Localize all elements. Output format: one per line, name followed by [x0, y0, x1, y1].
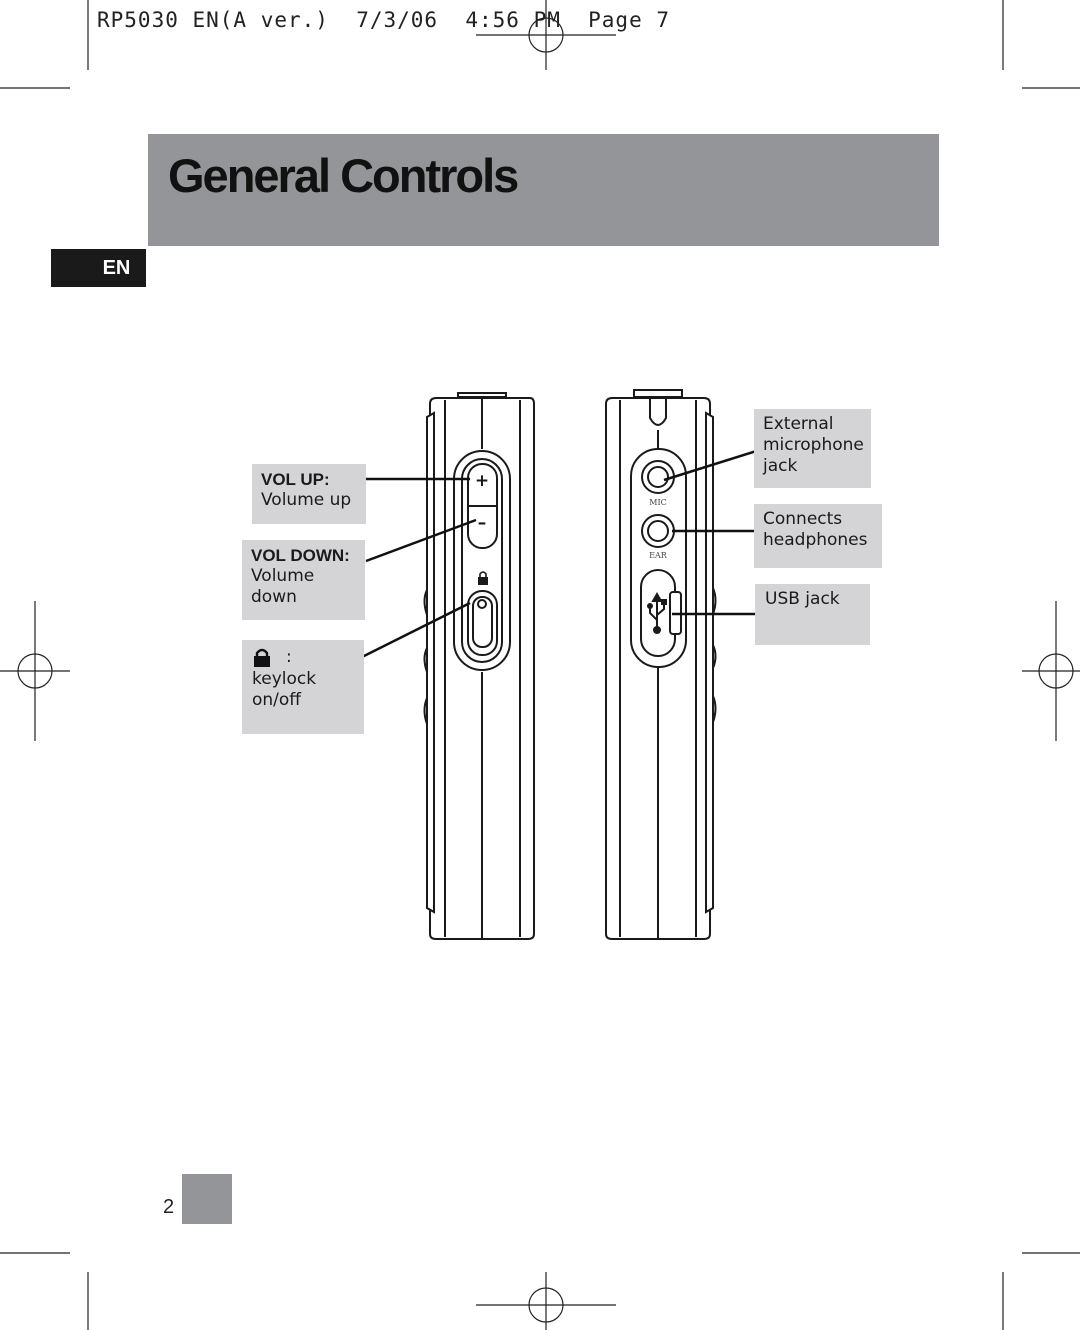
language-tab: EN	[51, 249, 146, 287]
volume-plus-symbol: +	[475, 471, 489, 491]
page-title: General Controls	[168, 149, 519, 202]
device-right-side	[605, 389, 717, 940]
volume-minus-symbol: –	[478, 513, 487, 533]
page-number: 2	[163, 1196, 175, 1218]
callout-mic-line3: jack	[763, 456, 798, 476]
callout-vol-down-desc-line2: down	[251, 587, 297, 607]
callout-vol-up-desc: Volume up	[261, 490, 352, 510]
callout-mic-line2: microphone	[763, 435, 864, 455]
callout-usb-jack: USB jack	[755, 584, 870, 645]
print-slug-line: RP5030 EN(A ver.) 7/3/06 4:56 PM Page 7	[97, 8, 671, 32]
callout-mic-line1: External	[763, 414, 834, 434]
callout-vol-down: VOL DOWN: Volume down	[242, 540, 365, 620]
mic-jack-label: MIC	[649, 498, 666, 507]
callout-vol-up-title: VOL UP:	[261, 470, 330, 489]
usb-symbol-icon	[647, 591, 667, 634]
callout-vol-down-desc-line1: Volume	[251, 566, 315, 586]
title-banner	[148, 134, 939, 246]
callout-keylock-desc-line2: on/off	[252, 690, 302, 710]
callout-vol-up: VOL UP: Volume up	[252, 464, 366, 524]
callout-headphones-line2: headphones	[763, 530, 868, 550]
callout-headphones: Connects headphones	[754, 504, 882, 568]
ear-jack-label: EAR	[649, 551, 668, 560]
callout-keylock: : keylock on/off	[242, 640, 364, 734]
callout-keylock-header: :	[252, 645, 364, 669]
language-tab-label: EN	[102, 256, 131, 279]
page-number-swatch	[182, 1174, 232, 1224]
device-left-side	[423, 392, 535, 940]
lock-icon	[254, 648, 270, 667]
callout-vol-down-title: VOL DOWN:	[251, 546, 350, 565]
device-lock-icon	[478, 571, 488, 585]
callout-usb-label: USB jack	[765, 589, 840, 609]
callout-keylock-desc-line1: keylock	[252, 669, 317, 689]
callout-external-mic-jack: External microphone jack	[754, 409, 871, 488]
callout-headphones-line1: Connects	[763, 509, 843, 529]
callout-leader-lines	[359, 446, 767, 660]
callout-keylock-separator: :	[286, 646, 292, 667]
